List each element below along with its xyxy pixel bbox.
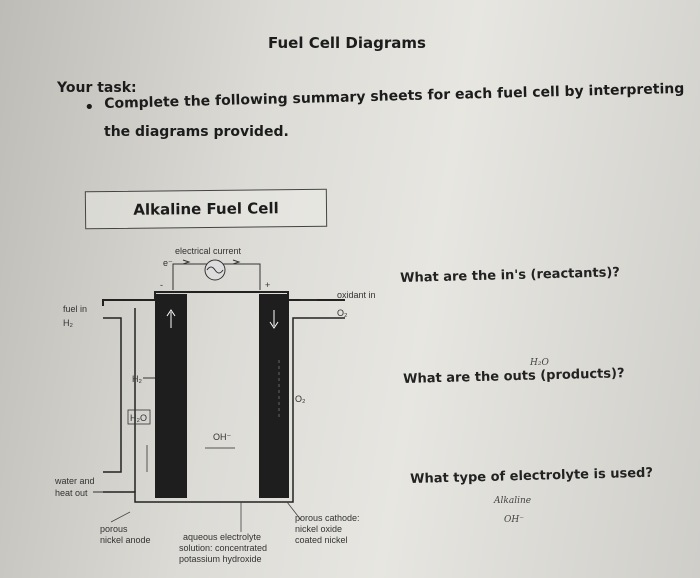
electron-label: e⁻ <box>163 258 173 268</box>
alkaline-fuel-cell-diagram: electrical current e⁻ - + fuel in H₂ oxi… <box>55 246 376 564</box>
h2-inside-label: H₂ <box>132 374 142 384</box>
fuel-in-gas: H₂ <box>63 318 73 328</box>
electrolyte-label-line3: potassium hydroxide <box>179 554 262 564</box>
anode-label-line2: nickel anode <box>100 535 151 545</box>
current-arrow-icon-2 <box>232 259 241 265</box>
fuel-cell-title-box: Alkaline Fuel Cell <box>84 188 328 230</box>
fuel-cell-title: Alkaline Fuel Cell <box>133 199 279 219</box>
question-reactants: What are the in's (reactants)? <box>400 265 621 286</box>
oxidant-in-label: oxidant in <box>337 290 376 300</box>
o2-inside-label: O₂ <box>295 394 306 404</box>
current-arrow-icon <box>182 259 191 265</box>
oxidant-in-gas: O₂ <box>337 308 348 318</box>
h2o-inside-label: H₂O <box>130 413 147 423</box>
fuel-in-label: fuel in <box>63 304 87 314</box>
hydroxide-label: OH⁻ <box>213 432 232 442</box>
minus-terminal: - <box>160 280 163 290</box>
water-heat-line2: heat out <box>55 488 88 498</box>
handwritten-electrolyte-note: Alkaline <box>494 496 532 506</box>
electrolyte-label-line2: solution: concentrated <box>179 543 267 553</box>
cathode-label-line3: coated nickel <box>295 535 348 545</box>
anode-pointer <box>110 511 131 523</box>
water-heat-line1: water and <box>55 476 95 486</box>
task-instructions-line2: the diagrams provided. <box>104 124 289 140</box>
plus-terminal: + <box>265 280 270 290</box>
h2o-box <box>127 409 151 425</box>
cathode-label-line2: nickel oxide <box>295 524 342 534</box>
cell-bottom-wall <box>103 317 345 503</box>
resistor-coil-icon <box>206 266 224 274</box>
question-products: What are the outs (products)? <box>403 366 625 387</box>
fuel-chamber-wall <box>103 317 122 473</box>
handwritten-hydroxide-note: OH⁻ <box>504 515 524 525</box>
anode-label-line1: porous <box>100 524 128 534</box>
anode-up-arrow-icon <box>166 309 176 328</box>
cell-top-wall <box>102 291 345 306</box>
task-label: Your task: <box>57 80 137 96</box>
bullet-marker: • <box>84 97 95 118</box>
electrical-current-label: electrical current <box>175 246 242 256</box>
cathode-down-arrow-icon <box>269 310 279 329</box>
cathode-label-line1: porous cathode: <box>295 513 360 523</box>
question-electrolyte: What type of electrolyte is used? <box>410 465 654 487</box>
task-instructions-line1: Complete the following summary sheets fo… <box>104 80 685 112</box>
handwritten-products-note: H₂O <box>530 358 549 368</box>
electrolyte-label-line1: aqueous electrolyte <box>183 532 261 542</box>
cathode-pointer <box>286 501 302 521</box>
page-title: Fuel Cell Diagrams <box>268 34 426 52</box>
